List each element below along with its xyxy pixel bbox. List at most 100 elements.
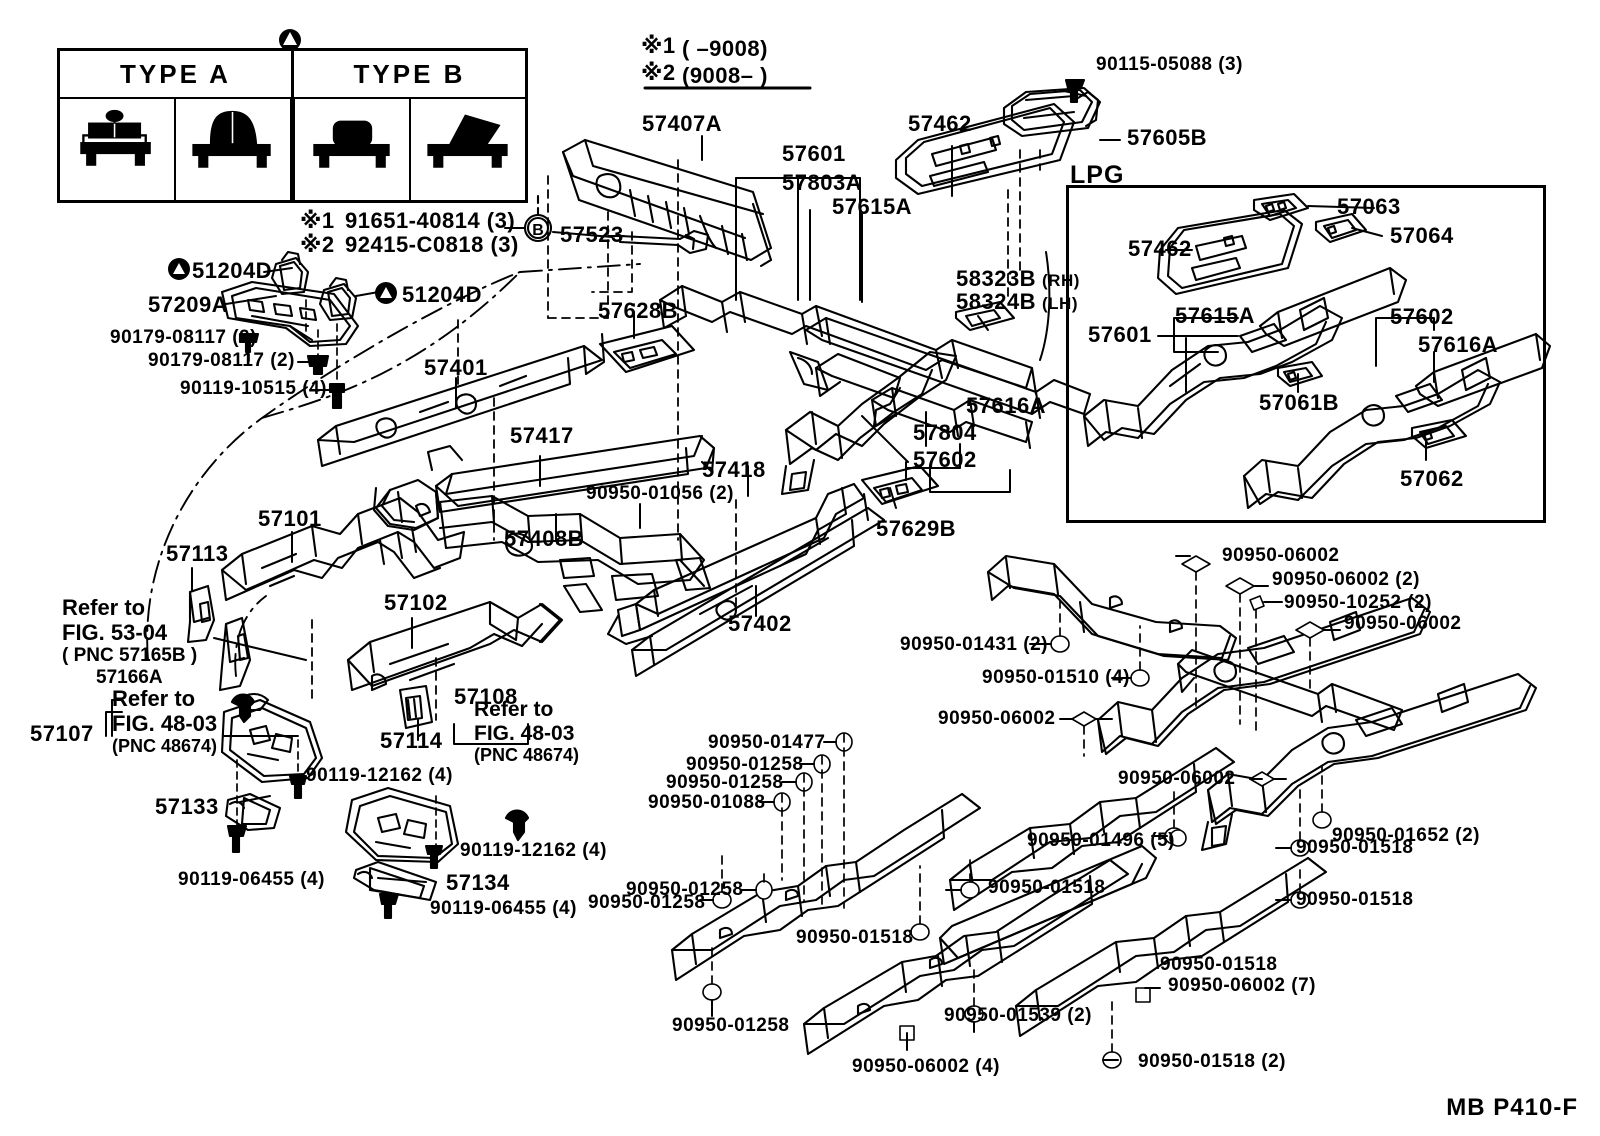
refer-53-04-line3: ( PNC 57165B ) (62, 645, 198, 667)
label-90950-01539: 90950-01539 (2) (944, 1005, 1092, 1026)
label-57462: 57462 (908, 111, 972, 136)
part-57107 (222, 694, 322, 782)
label-90950-06002-4x: 90950-06002 (4) (852, 1056, 1000, 1077)
label-90950-01518-c: 90950-01518 (1296, 837, 1414, 858)
label-90119-10515: 90119-10515 (4) (180, 378, 327, 399)
part-57402 (632, 508, 884, 676)
fasteners-lower-right (703, 556, 1331, 1068)
part-frame-rail-right-upper (1098, 598, 1430, 754)
part-57101 (222, 492, 464, 600)
label-57064: 57064 (1390, 223, 1454, 248)
label-57804: 57804 (913, 420, 977, 445)
part-57102 (348, 602, 562, 690)
label-57628B: 57628B (598, 298, 679, 323)
label-58324B-lh: (LH) (1042, 294, 1078, 313)
label-57462-lpg: 57462 (1128, 236, 1192, 261)
label-90950-01431: 90950-01431 (2) (900, 634, 1048, 655)
label-90950-01518-b: 90950-01518 (796, 927, 914, 948)
part-frame-rail-right-lower (1202, 674, 1536, 850)
type-table-header-a: TYPE A (60, 51, 294, 97)
part-57804 (816, 354, 900, 398)
type-table-header-b: TYPE B (353, 58, 466, 89)
part-cross-brace-bottom (940, 846, 1156, 964)
type-a-cell-1 (60, 99, 174, 202)
label-57107: 57107 (30, 721, 94, 746)
label-57113: 57113 (166, 541, 229, 566)
label-90950-01258-b: 90950-01258 (666, 772, 784, 793)
refer-note-fig-48-03-b: Refer to FIG. 48-03 (PNC 48674) (474, 698, 579, 765)
label-57629B: 57629B (876, 516, 957, 541)
label-90950-01088: 90950-01088 (648, 792, 766, 813)
label-90115-05088: 90115-05088 (3) (1096, 54, 1243, 75)
part-57616A-rail (782, 352, 956, 494)
fastener-48674-a (232, 695, 254, 723)
label-58324B: 58324B (956, 289, 1037, 314)
label-90950-06002-7: 90950-06002 (7) (1168, 975, 1316, 996)
mark-1-symbol: ※1 (300, 208, 335, 233)
fastener-90119-06455-a (228, 826, 246, 852)
label-90950-10252: 90950-10252 (2) (1284, 592, 1432, 613)
part-57629B (862, 466, 938, 504)
fastener-90119-12162-a (290, 776, 306, 798)
label-57114: 57114 (380, 728, 443, 753)
label-51204D-a: 51204D (192, 258, 273, 283)
label-90119-06455-b: 90119-06455 (4) (430, 898, 577, 919)
part-57108 (346, 788, 458, 862)
refer-48-03a-line2: FIG. 48-03 (112, 710, 218, 736)
part-crossmember-lower-right (1178, 650, 1402, 730)
fastener-90179-08117-b (308, 356, 328, 374)
lpg-section-box (1066, 185, 1546, 523)
label-57407A: 57407A (642, 111, 723, 136)
label-57602-lpg: 57602 (1390, 304, 1454, 329)
label-90950-06002-4: 90950-06002 (938, 708, 1056, 729)
refer-48-03b-line3: (PNC 48674) (474, 745, 580, 766)
part-side-rail-a (672, 794, 980, 980)
part-57407A (563, 140, 771, 266)
triangle-marker-a (168, 258, 190, 280)
fastener-48674-b (506, 811, 528, 841)
label-57402: 57402 (728, 611, 792, 636)
label-57062: 57062 (1400, 466, 1464, 491)
label-57601-lpg: 57601 (1088, 322, 1152, 347)
refer-note-fig-48-03-a: Refer to FIG. 48-03 (PNC 48674) (112, 686, 218, 756)
part-51204D-left (272, 252, 308, 294)
label-57615A: 57615A (832, 194, 913, 219)
label-57418: 57418 (702, 457, 766, 482)
label-90950-06002-2: 90950-06002 (2) (1272, 569, 1420, 590)
type-table: TYPE A TYPE B (57, 48, 528, 203)
label-90950-01518-a: 90950-01518 (988, 877, 1106, 898)
mark-1-part: 91651-40814 (3) (345, 208, 516, 233)
refer-48-03b-line1: Refer to (474, 698, 554, 721)
label-90950-01056: 90950-01056 (2) (586, 483, 734, 504)
label-57417: 57417 (510, 423, 574, 448)
label-90950-01518-d: 90950-01518 (1296, 889, 1414, 910)
label-90950-01518-e: 90950-01518 (1160, 954, 1278, 975)
fastener-90119-12162-b (426, 846, 442, 868)
label-90950-01477: 90950-01477 (708, 732, 826, 753)
svg-text:B: B (532, 222, 544, 239)
label-57605B: 57605B (1127, 125, 1208, 150)
label-lpg: LPG (1070, 161, 1125, 189)
label-90179-08117-a: 90179-08117 (2) (110, 327, 257, 348)
figure-code: MB P410-F (1446, 1094, 1578, 1121)
part-57401 (318, 334, 604, 466)
callout-box-57601 (736, 178, 860, 300)
label-57616A-mid: 57616A (966, 393, 1047, 418)
label-90950-01496: 90950-01496 (5) (1027, 830, 1175, 851)
label-90950-01258-e: 90950-01258 (672, 1015, 790, 1036)
label-57401: 57401 (424, 355, 488, 380)
label-90950-06002-3: 90950-06002 (1344, 613, 1462, 634)
mark-2-part: 92415-C0818 (3) (345, 232, 519, 257)
refer-48-03a-line1: Refer to (112, 686, 196, 711)
part-57133 (226, 794, 280, 830)
label-90119-12162-a: 90119-12162 (4) (306, 765, 453, 786)
type-b-cell-1 (293, 99, 409, 202)
part-57113 (188, 586, 214, 642)
label-57616A-lpg: 57616A (1418, 332, 1499, 357)
label-58323B-rh: (RH) (1042, 271, 1080, 290)
part-side-rail-c (950, 748, 1234, 910)
part-57417 (436, 436, 714, 512)
refer-53-04-line1: Refer to (62, 595, 146, 620)
part-58323B (956, 302, 1014, 330)
